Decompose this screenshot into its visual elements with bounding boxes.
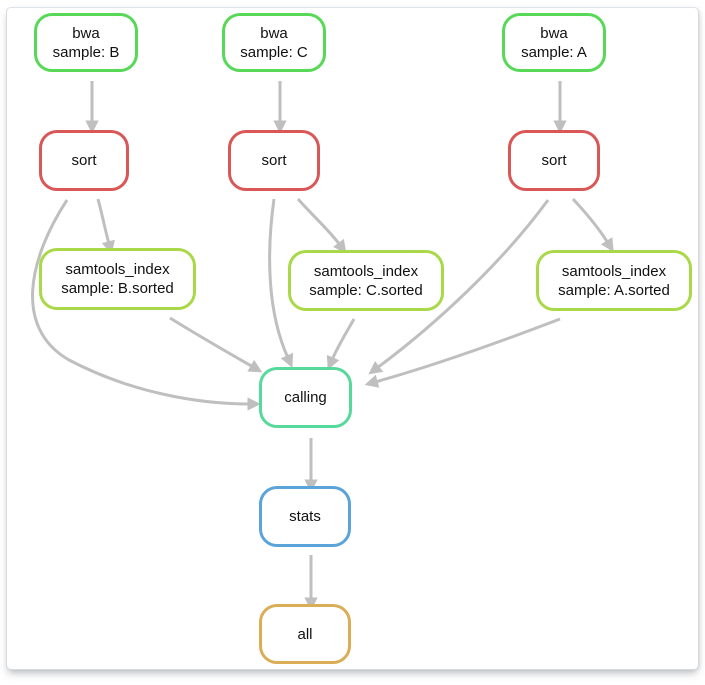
edge-samtools-b-to-calling (169, 316, 263, 373)
node-samtools-index-c: samtools_index sample: C.sorted (288, 250, 444, 311)
node-calling: calling (259, 367, 352, 428)
node-bwa-sample-b: bwa sample: B (34, 13, 138, 72)
node-sort-c: sort (228, 130, 320, 191)
dag-edges (31, 81, 614, 611)
node-bwa-sample-a: bwa sample: A (502, 13, 606, 72)
node-samtools-index-b: samtools_index sample: B.sorted (39, 248, 196, 310)
edge-samtools-c-to-calling (326, 318, 356, 370)
edge-sort-a-to-samtools-a (571, 197, 614, 253)
edge-sort-b-to-calling (31, 199, 261, 411)
node-stats: stats (259, 486, 351, 547)
node-sort-a: sort (508, 130, 600, 191)
edge-sort-b-to-samtools-b (96, 198, 115, 255)
node-all: all (259, 604, 351, 664)
edge-sort-c-to-samtools-c (296, 198, 347, 254)
edge-sort-a-to-calling (368, 199, 550, 375)
edge-samtools-a-to-calling (364, 317, 561, 388)
node-sort-b: sort (39, 130, 129, 191)
dag-panel: bwa sample: B bwa sample: C bwa sample: … (6, 7, 699, 670)
node-samtools-index-a: samtools_index sample: A.sorted (536, 250, 692, 311)
edge-sort-c-to-calling (268, 198, 294, 368)
dag-edge-canvas (31, 81, 614, 611)
node-bwa-sample-c: bwa sample: C (222, 13, 326, 72)
